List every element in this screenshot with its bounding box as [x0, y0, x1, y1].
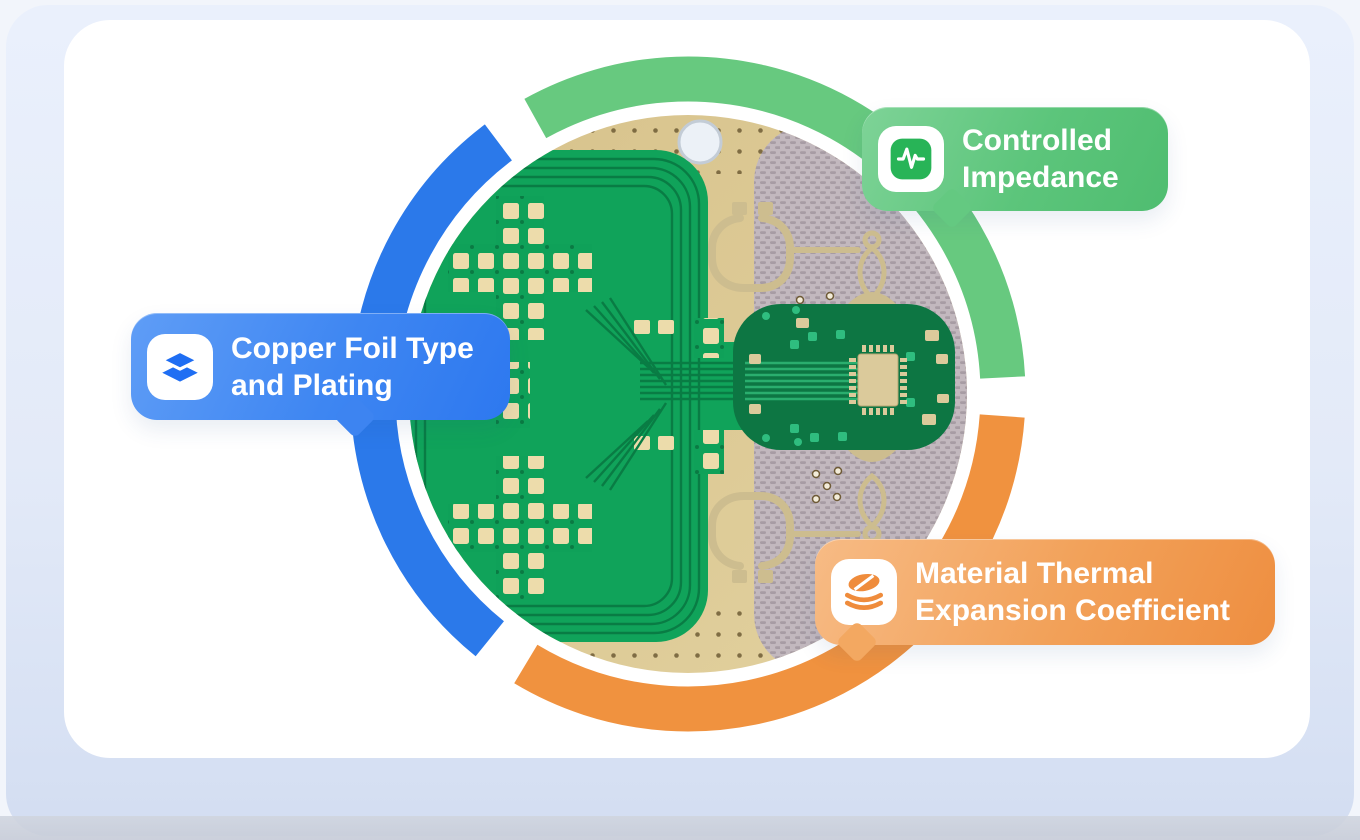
pulse-icon — [878, 126, 944, 192]
callout-label: Controlled Impedance — [962, 122, 1119, 196]
ring-arc-orange — [514, 414, 1025, 732]
stack-icon — [831, 559, 897, 625]
bottom-strip — [0, 816, 1360, 840]
callout-label-line2: Expansion Coefficient — [915, 594, 1231, 627]
layers-icon — [147, 333, 213, 400]
callout-label: Copper Foil Type and Plating — [231, 330, 474, 404]
callout-label-line2: Impedance — [962, 161, 1119, 194]
callout-label-line2: and Plating — [231, 368, 393, 402]
pcb-hole — [677, 119, 723, 165]
callout-label-line1: Controlled — [962, 124, 1112, 157]
callout-label: Material Thermal Expansion Coefficient — [915, 555, 1230, 629]
ring-arc-green — [524, 56, 1026, 379]
callout-material-thermal-expansion: Material Thermal Expansion Coefficient — [815, 539, 1275, 664]
callout-label-line1: Copper Foil Type — [231, 331, 474, 365]
callout-label-line1: Material Thermal — [915, 557, 1154, 590]
callout-controlled-impedance: Controlled Impedance — [862, 107, 1168, 230]
callout-copper-foil-type: Copper Foil Type and Plating — [131, 313, 510, 439]
